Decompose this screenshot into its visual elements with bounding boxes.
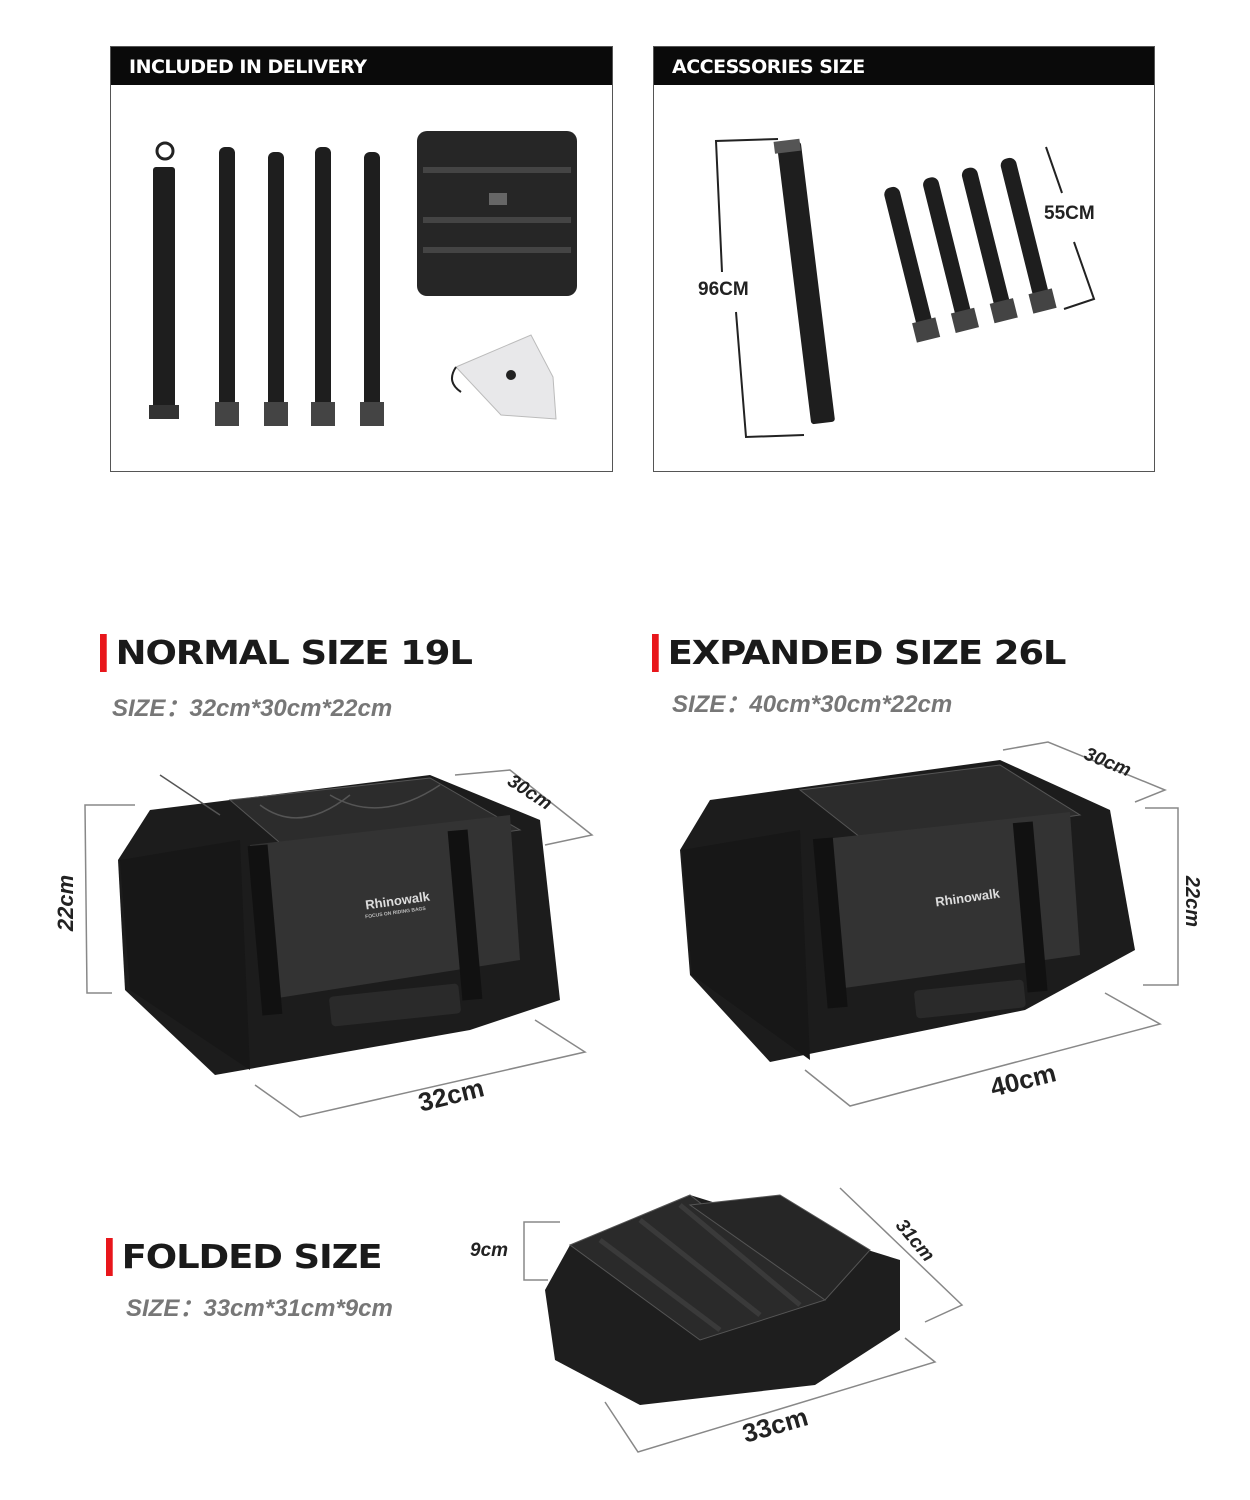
included-items-illustration [149,131,577,426]
accessories-size-panel: ACCESSORIES SIZE 96CM 55CM [653,46,1155,472]
folded-size-dimensions: SIZE：33cm*31cm*9cm [126,1295,393,1322]
normal-width-label: 32cm [415,1072,488,1118]
expanded-height-label: 22cm [1181,875,1204,928]
expanded-bag-image [680,741,1179,1107]
normal-depth-label: 30cm [503,770,556,815]
long-strap-length-label: 96CM [698,279,749,300]
normal-size-dimensions: SIZE：32cm*30cm*22cm [112,695,393,722]
folded-size-heading: FOLDED SIZE [106,1238,383,1276]
folded-width-label: 33cm [739,1401,812,1449]
accessories-illustration [714,138,1096,439]
normal-height-label: 22cm [53,874,79,932]
expanded-brand-logo: Rhinowalk [934,885,1001,910]
long-strap [153,167,175,417]
normal-bag-image [84,769,594,1118]
expanded-width-label: 40cm [987,1057,1060,1103]
panel-title: INCLUDED IN DELIVERY [111,47,612,85]
expanded-depth-label: 30cm [1081,743,1134,782]
folded-depth-label: 31cm [891,1215,939,1267]
drawstring-bag [455,334,557,420]
panel-title: ACCESSORIES SIZE [654,47,1154,85]
expanded-size-dimensions: SIZE：40cm*30cm*22cm [672,691,953,718]
short-straps [215,147,384,426]
folded-height-label: 9cm [470,1240,509,1261]
normal-size-heading: NORMAL SIZE 19L [100,634,473,672]
rain-cover-pouch [417,131,577,296]
expanded-size-heading: EXPANDED SIZE 26L [652,634,1066,672]
short-strap-length-label: 55CM [1044,203,1095,224]
included-in-delivery-panel: INCLUDED IN DELIVERY [110,46,613,472]
